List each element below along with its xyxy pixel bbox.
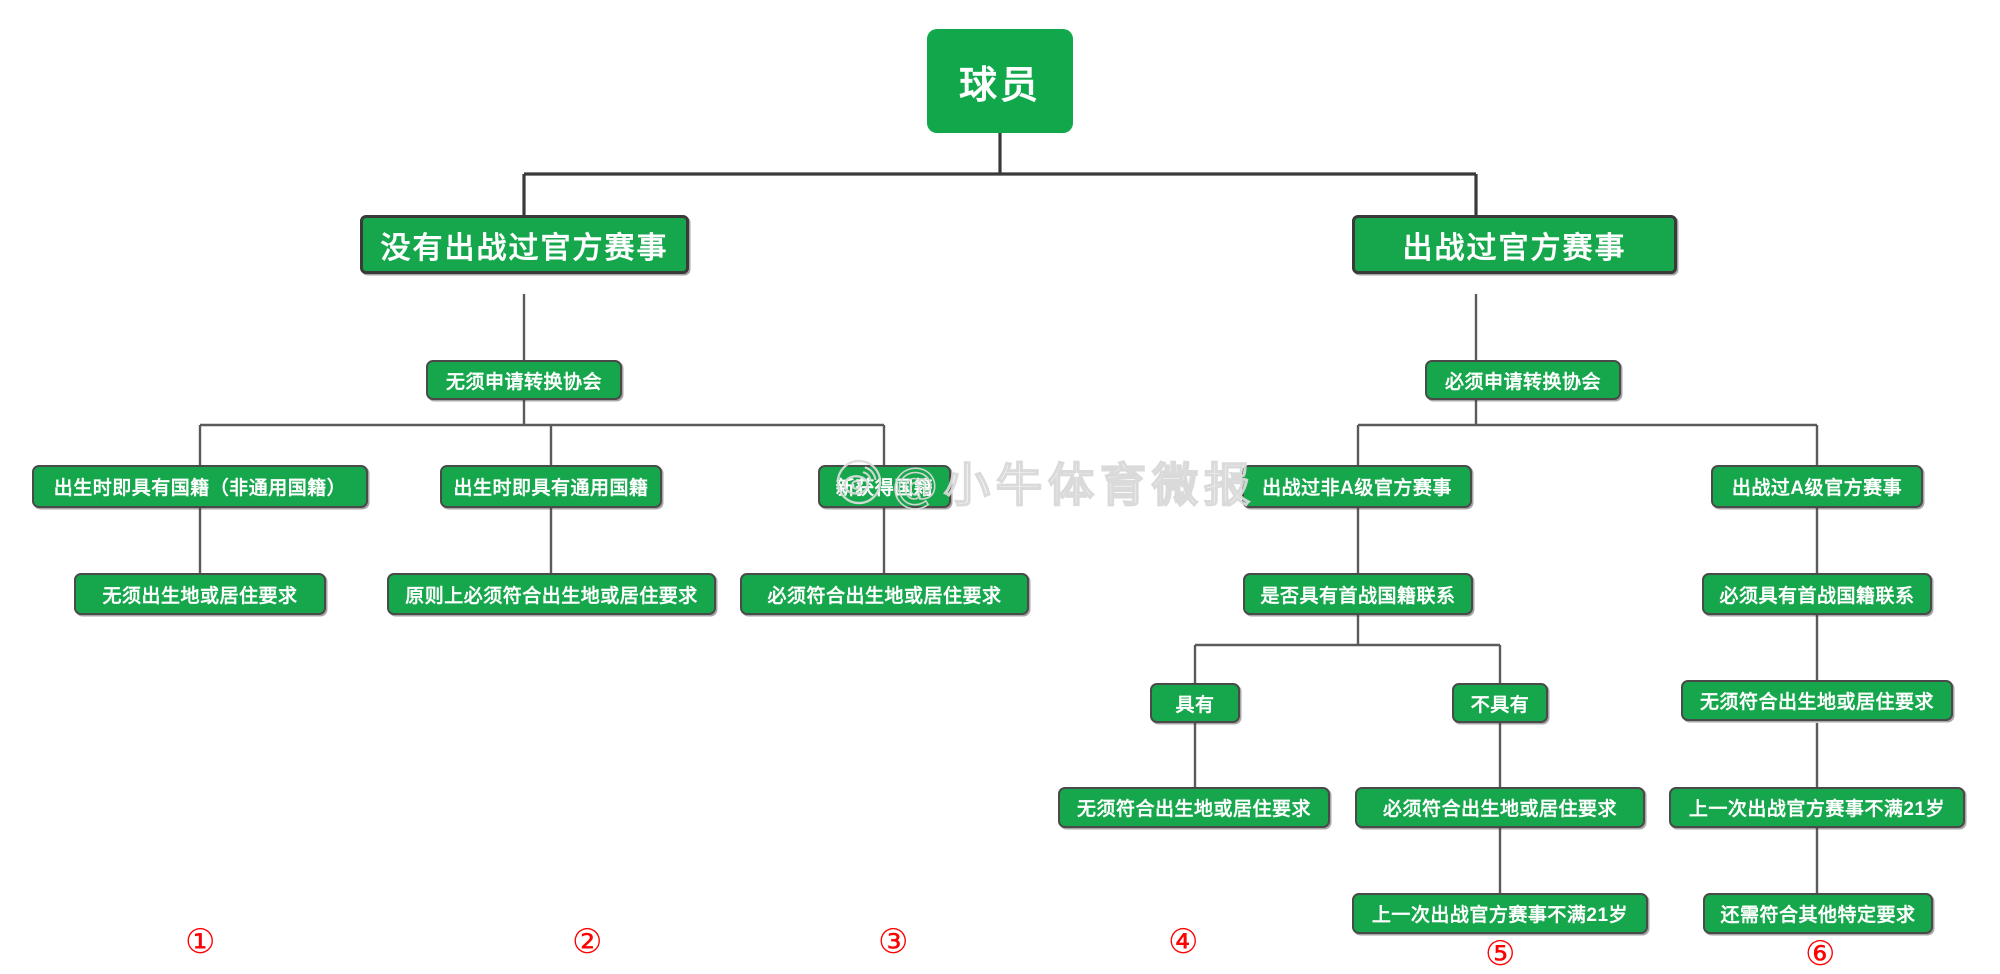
node-right-A-requirement-label: 必须具有首战国籍联系 (1719, 585, 1915, 607)
node-left-outcome-3[interactable]: 新获得国籍 (818, 465, 951, 508)
node-left-result-1[interactable]: 无须出生地或居住要求 (74, 573, 326, 615)
node-left-outcome-1[interactable]: 出生时即具有国籍（非通用国籍） (32, 465, 368, 508)
node-left-result-3[interactable]: 必须符合出生地或居住要求 (740, 573, 1029, 615)
node-right-A-requirement[interactable]: 必须具有首战国籍联系 (1702, 573, 1932, 615)
node-left-condition-label: 无须申请转换协会 (445, 371, 602, 393)
node-branch-left-label: 没有出战过官方赛事 (380, 231, 669, 265)
node-right-condition[interactable]: 必须申请转换协会 (1425, 360, 1621, 400)
marker-4: ④ (1168, 922, 1199, 962)
node-branch-right[interactable]: 出战过官方赛事 (1352, 215, 1677, 274)
node-left-outcome-3-label: 新获得国籍 (835, 478, 934, 499)
node-answer-hasnot[interactable]: 不具有 (1452, 683, 1548, 723)
node-branch-left[interactable]: 没有出战过官方赛事 (360, 215, 689, 274)
node-right-A-step-2[interactable]: 上一次出战官方赛事不满21岁 (1669, 787, 1965, 828)
node-left-result-1-label: 无须出生地或居住要求 (102, 585, 298, 607)
node-left-result-3-label: 必须符合出生地或居住要求 (767, 585, 1002, 607)
node-answer-hasnot-result-label: 必须符合出生地或居住要求 (1382, 799, 1617, 820)
node-right-outcome-A[interactable]: 出战过A级官方赛事 (1711, 465, 1923, 508)
marker-1: ① (185, 922, 216, 962)
node-left-outcome-2[interactable]: 出生时即具有通用国籍 (440, 465, 662, 508)
node-left-result-2-label: 原则上必须符合出生地或居住要求 (405, 585, 698, 607)
node-right-A-step-1[interactable]: 无须符合出生地或居住要求 (1681, 680, 1953, 721)
node-left-condition[interactable]: 无须申请转换协会 (426, 360, 622, 400)
node-answer-hasnot-extra-label: 上一次出战官方赛事不满21岁 (1371, 905, 1629, 926)
marker-6: ⑥ (1805, 934, 1836, 974)
node-right-outcome-A-label: 出战过A级官方赛事 (1731, 478, 1903, 499)
node-root-label: 球员 (958, 64, 1041, 107)
node-right-A-step-3[interactable]: 还需符合其他特定要求 (1703, 893, 1933, 934)
node-branch-right-label: 出战过官方赛事 (1402, 231, 1627, 265)
node-answer-has-result-label: 无须符合出生地或居住要求 (1076, 799, 1311, 820)
node-answer-hasnot-label: 不具有 (1470, 694, 1530, 716)
node-right-outcome-nonA[interactable]: 出战过非A级官方赛事 (1242, 465, 1472, 508)
node-left-result-2[interactable]: 原则上必须符合出生地或居住要求 (387, 573, 716, 615)
node-answer-hasnot-extra[interactable]: 上一次出战官方赛事不满21岁 (1352, 893, 1648, 934)
node-left-outcome-2-label: 出生时即具有通用国籍 (453, 478, 649, 499)
node-answer-has[interactable]: 具有 (1150, 683, 1240, 723)
node-right-A-step-2-label: 上一次出战官方赛事不满21岁 (1688, 799, 1946, 820)
marker-5: ⑤ (1485, 934, 1516, 974)
node-right-condition-label: 必须申请转换协会 (1444, 371, 1601, 393)
node-root[interactable]: 球员 (927, 29, 1073, 133)
node-answer-has-result[interactable]: 无须符合出生地或居住要求 (1058, 787, 1330, 828)
marker-3: ③ (878, 922, 909, 962)
node-answer-has-label: 具有 (1175, 694, 1215, 716)
node-right-A-step-3-label: 还需符合其他特定要求 (1720, 905, 1916, 926)
node-right-question-nonA[interactable]: 是否具有首战国籍联系 (1243, 573, 1473, 615)
node-left-outcome-1-label: 出生时即具有国籍（非通用国籍） (53, 478, 347, 499)
node-right-A-step-1-label: 无须符合出生地或居住要求 (1699, 692, 1934, 713)
node-right-question-nonA-label: 是否具有首战国籍联系 (1260, 585, 1456, 607)
node-answer-hasnot-result[interactable]: 必须符合出生地或居住要求 (1355, 787, 1645, 828)
marker-2: ② (572, 922, 603, 962)
node-right-outcome-nonA-label: 出战过非A级官方赛事 (1262, 478, 1452, 499)
